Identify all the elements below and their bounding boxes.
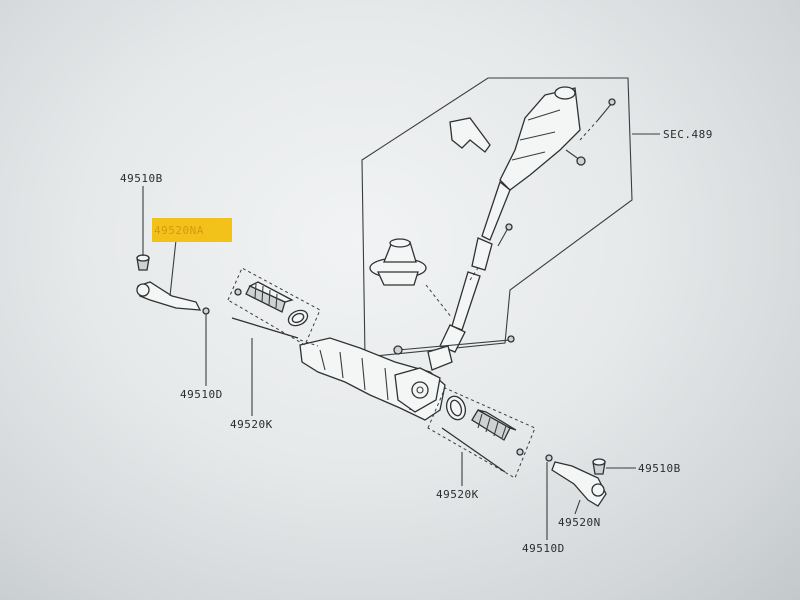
column-bolts: [393, 98, 616, 355]
label-sec-489: SEC.489: [663, 128, 713, 141]
label-49510b-right: 49510B: [638, 462, 681, 475]
column-bracket: [449, 117, 491, 153]
steering-gear-housing: [299, 337, 453, 421]
label-49510d-left: 49510D: [180, 388, 223, 401]
leader-lines: [142, 186, 636, 540]
tie-rod-end-left: [136, 254, 210, 315]
label-49520k-right: 49520K: [436, 488, 479, 501]
boot-kit-right-box: [427, 387, 536, 479]
highlight-box: [152, 218, 232, 242]
label-49520na-highlighted: 49520NA: [154, 224, 204, 237]
label-49520k-left: 49520K: [230, 418, 273, 431]
boot-left: [234, 281, 309, 327]
inner-tie-rod-right: [441, 427, 506, 473]
inner-tie-rod-left: [231, 317, 299, 339]
label-49510d-right: 49510D: [522, 542, 565, 555]
steering-column-section-outline: [361, 77, 633, 358]
steering-grommet: [369, 238, 427, 286]
tie-rod-end-right: [545, 454, 607, 507]
label-49510b-left: 49510B: [120, 172, 163, 185]
label-49520n-right: 49520N: [558, 516, 601, 529]
boot-right: [445, 395, 524, 456]
